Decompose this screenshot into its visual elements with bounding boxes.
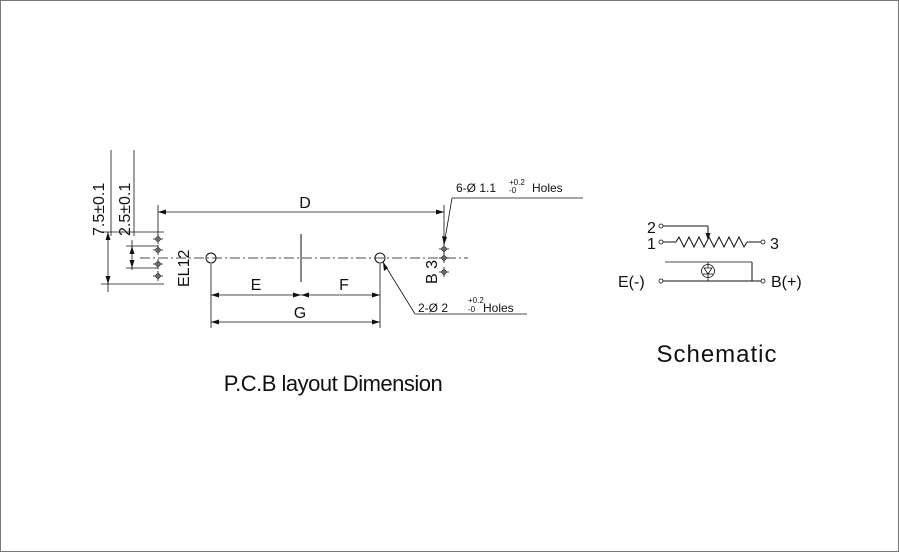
small-holes-right (439, 244, 449, 277)
large-holes-callout: 2-Ø 2 +0.2 -0 Holes (382, 261, 527, 315)
svg-text:+0.2: +0.2 (509, 178, 525, 187)
small-holes-left (153, 234, 163, 281)
potentiometer-symbol (658, 235, 766, 249)
e-terminal-label: E(-) (618, 274, 645, 291)
small-holes-callout: 6-Ø 1.1 +0.2 -0 Holes (442, 178, 583, 246)
pcb-layout: D E F G B 3 EL12 7.5±0.1 2.5±0.1 6-Ø 1.1… (91, 150, 583, 396)
dim-b3-label: B 3 (424, 260, 441, 284)
dim-75-label: 7.5±0.1 (91, 183, 108, 236)
b-terminal-label: B(+) (771, 274, 802, 291)
svg-text:Holes: Holes (483, 301, 514, 315)
large-hole-left (205, 252, 217, 264)
pin-3-label: 3 (770, 236, 779, 253)
pcb-title: P.C.B layout Dimension (224, 371, 443, 396)
dim-e-label: E (251, 277, 262, 294)
svg-text:Holes: Holes (532, 181, 563, 195)
schematic: 2 1 3 E(-) B(+) Sche (618, 220, 802, 368)
schematic-title: Schematic (656, 341, 777, 368)
dim-d-label: D (299, 195, 311, 212)
dim-f-label: F (339, 277, 349, 294)
led-diode-icon (701, 262, 715, 281)
pin-1-label: 1 (647, 236, 656, 253)
svg-text:6-Ø 1.1: 6-Ø 1.1 (456, 181, 496, 195)
dim-25-label: 2.5±0.1 (117, 183, 134, 236)
dim-g-label: G (294, 305, 306, 322)
svg-text:+0.2: +0.2 (468, 296, 484, 305)
dim-el12-label: EL12 (176, 250, 193, 287)
svg-text:-0: -0 (468, 305, 476, 314)
large-hole-right (374, 252, 386, 264)
pin-2-label: 2 (647, 220, 656, 237)
svg-text:2-Ø 2: 2-Ø 2 (418, 301, 448, 315)
svg-text:-0: -0 (509, 186, 517, 195)
